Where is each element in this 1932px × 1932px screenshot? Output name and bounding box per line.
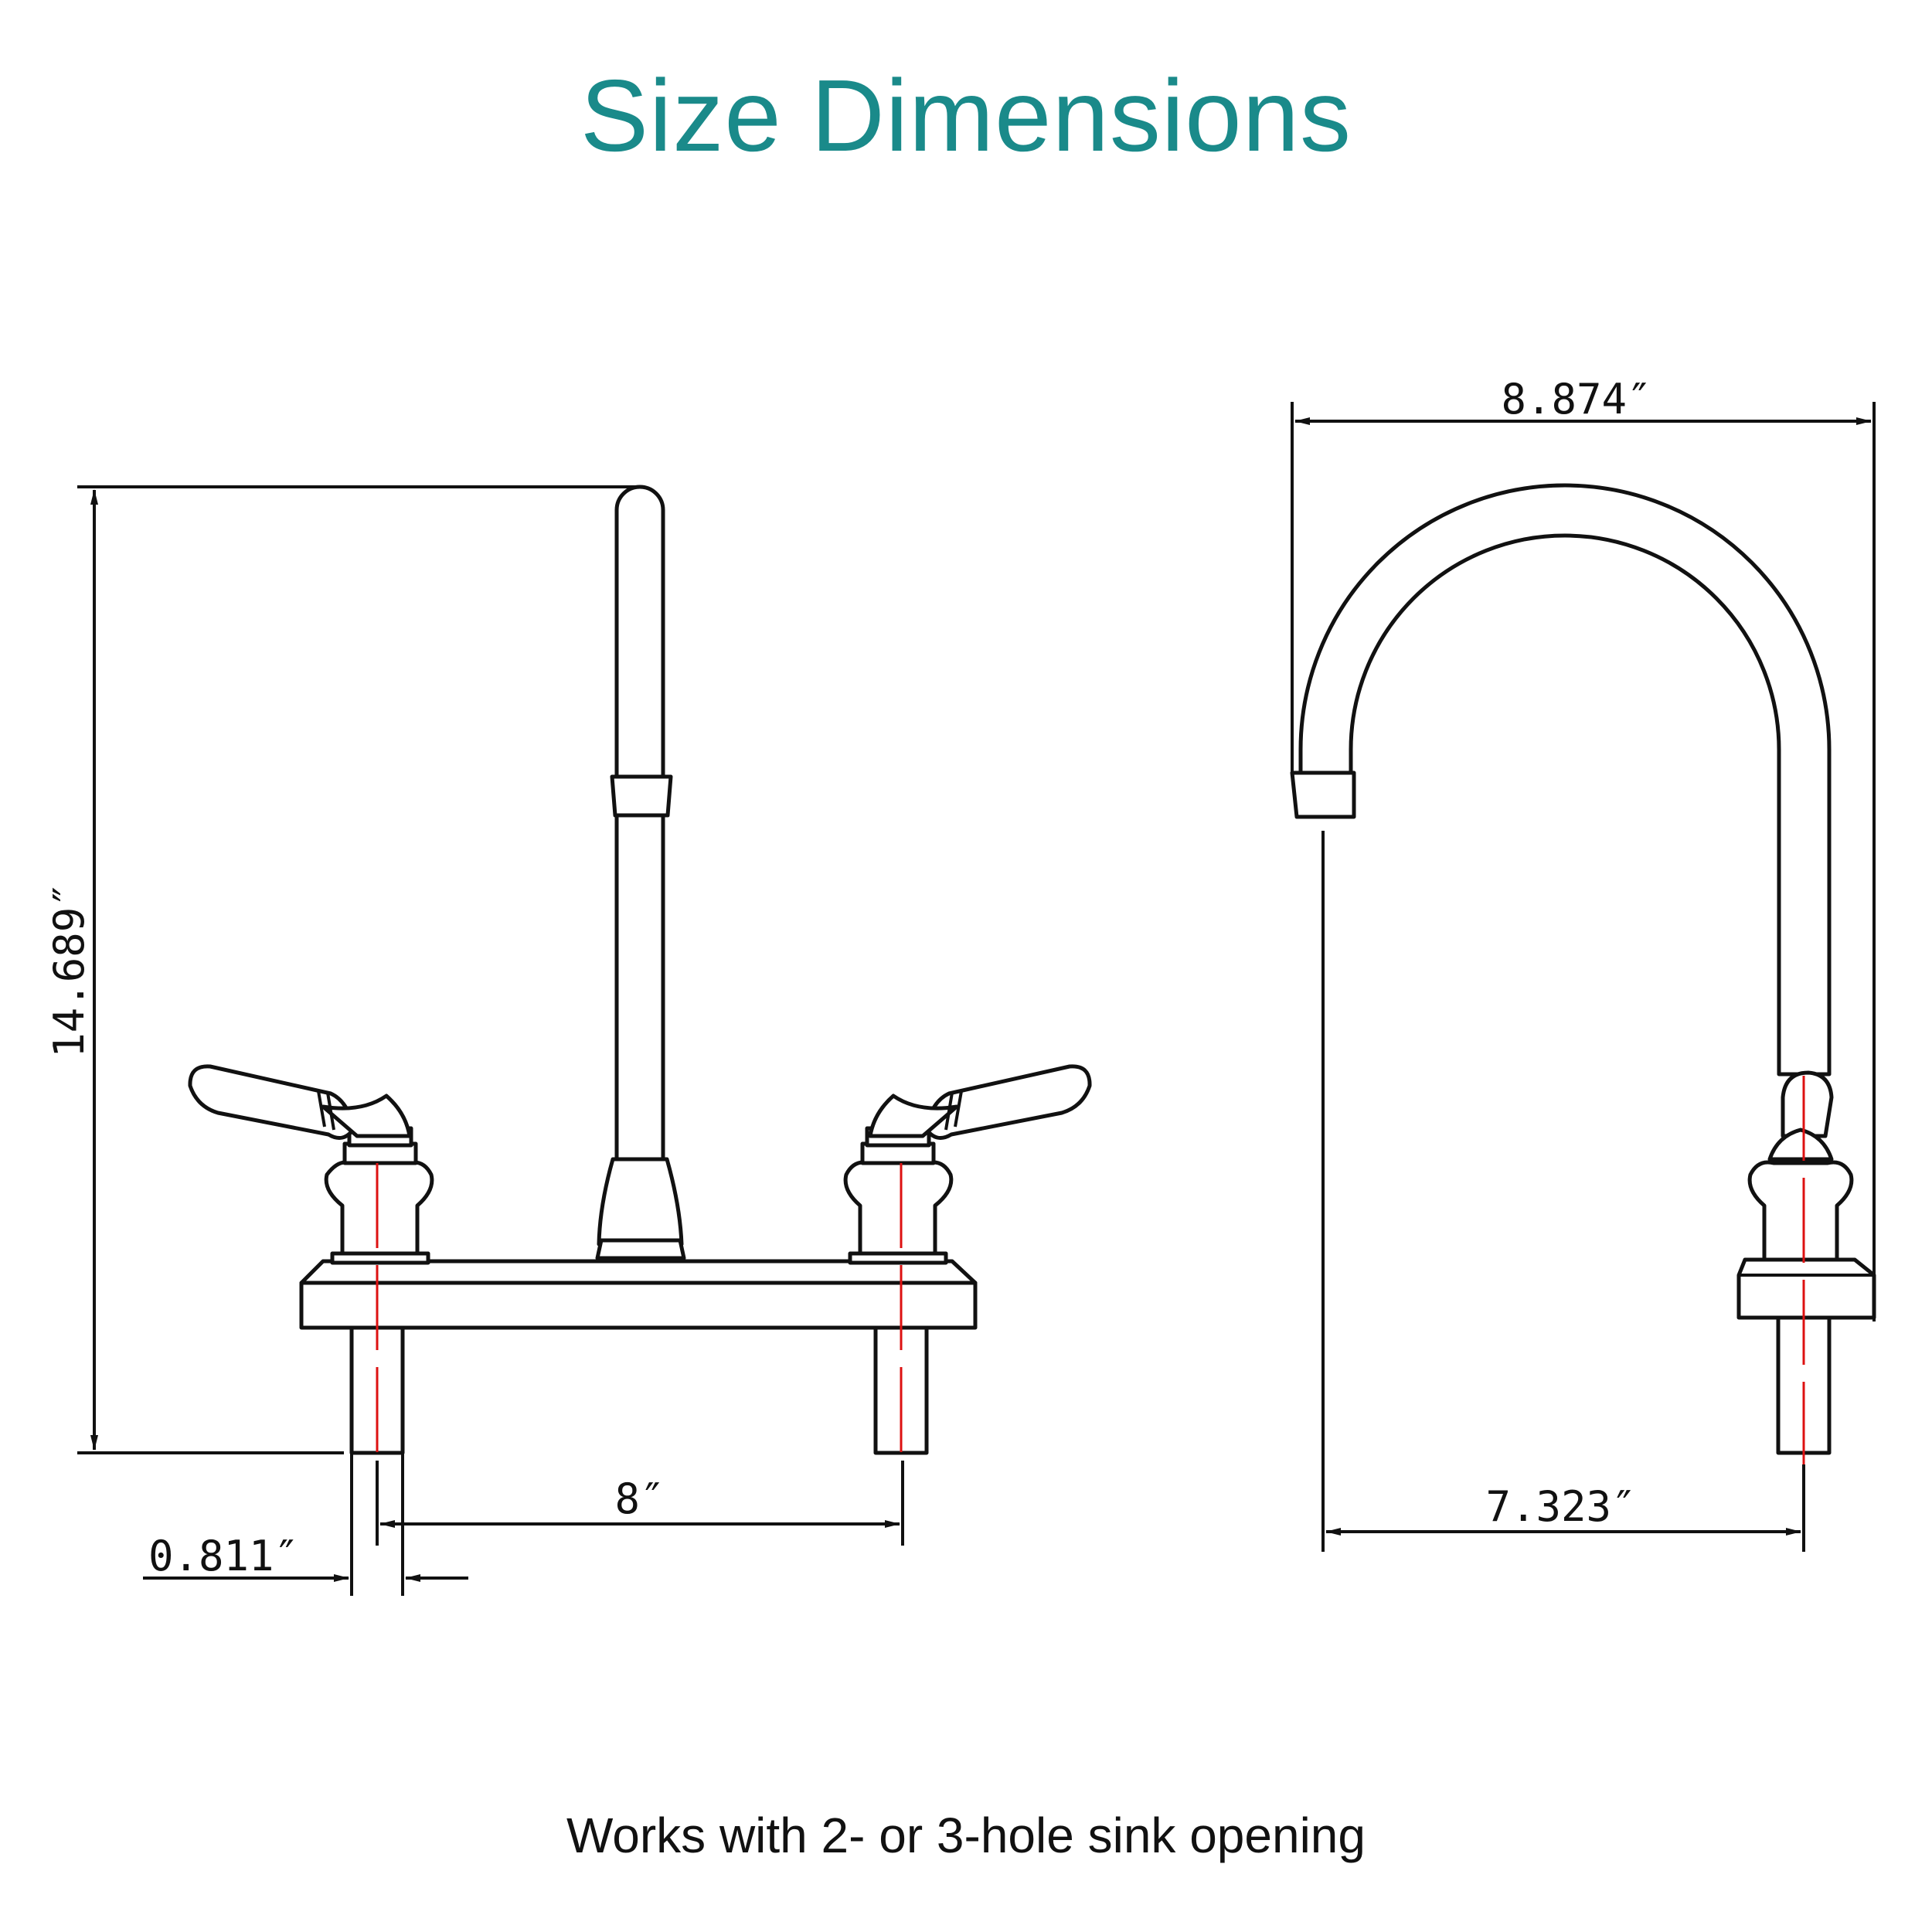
spout-tip xyxy=(1290,770,1356,819)
shank-label: 0.811″ xyxy=(148,1532,299,1580)
width-dimension: 8.874″ xyxy=(1291,375,1876,1321)
height-dimension: 14.689″ xyxy=(45,485,641,1454)
front-view: 14.689″ xyxy=(45,485,1092,1596)
reach-label: 7.323″ xyxy=(1485,1482,1636,1531)
caption: Works with 2- or 3-hole sink opening xyxy=(566,1808,1366,1863)
width-label: 8.874″ xyxy=(1501,375,1651,423)
right-handle xyxy=(868,1064,1092,1140)
gooseneck-spout xyxy=(1298,483,1832,1077)
spread-label: 8″ xyxy=(614,1475,665,1523)
left-handle xyxy=(188,1064,412,1140)
reach-dimension: 7.323″ xyxy=(1321,831,1805,1552)
side-handle xyxy=(1767,1070,1834,1162)
height-label: 14.689″ xyxy=(45,882,94,1058)
side-view: 8.874″ 7.323″ xyxy=(1290,375,1876,1552)
page-title: Size Dimensions xyxy=(580,59,1352,172)
shank-dimension: 0.811″ xyxy=(143,1453,468,1596)
left-valve xyxy=(324,1126,434,1265)
front-spout xyxy=(595,485,686,1260)
right-valve xyxy=(843,1126,954,1265)
deck-plate xyxy=(299,1281,978,1330)
side-valve xyxy=(1736,1160,1876,1320)
spread-dimension: 8″ xyxy=(376,1461,904,1546)
